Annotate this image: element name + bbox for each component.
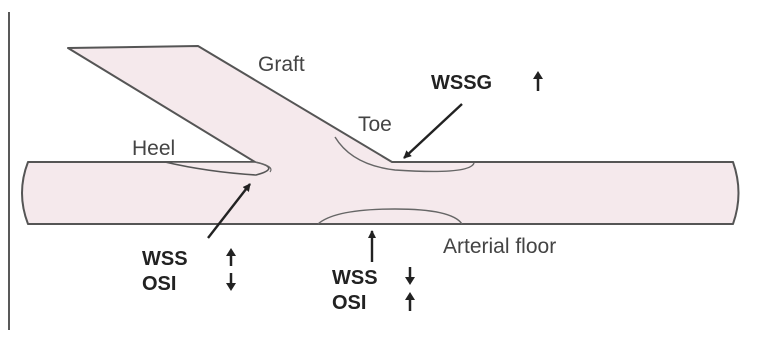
- heel-osi-label: OSI: [142, 273, 176, 295]
- floor-wss-label: WSS: [332, 267, 378, 289]
- wssg-up-arrow-icon: [533, 71, 543, 91]
- heel-wss-up-arrow-icon: [226, 248, 236, 266]
- wssg-label: WSSG: [431, 72, 492, 94]
- heel-label: Heel: [132, 137, 175, 160]
- floor-osi-up-arrow-icon: [405, 292, 415, 311]
- floor-wss-down-arrow-icon: [405, 267, 415, 285]
- graft-label: Graft: [258, 53, 305, 76]
- arterial-floor-label: Arterial floor: [443, 235, 556, 258]
- toe-label: Toe: [358, 113, 392, 136]
- heel-osi-down-arrow-icon: [226, 273, 236, 291]
- heel-wss-label: WSS: [142, 248, 188, 270]
- floor-osi-label: OSI: [332, 292, 366, 314]
- toe-arrow: [404, 104, 462, 158]
